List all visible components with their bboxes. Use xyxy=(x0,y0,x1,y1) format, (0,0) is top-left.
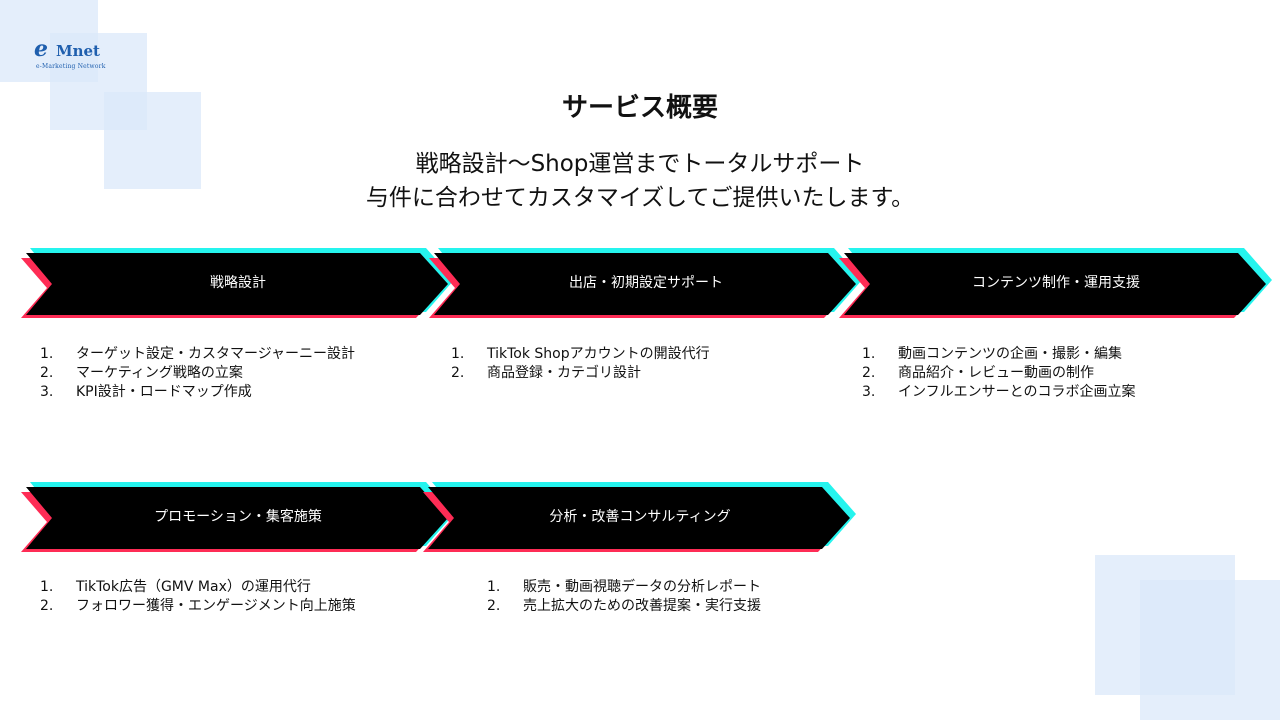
service-label: コンテンツ制作・運用支援 xyxy=(972,275,1140,291)
chevron-arrow-shape xyxy=(21,482,454,552)
service-chevron: コンテンツ制作・運用支援 xyxy=(836,246,1276,320)
list-item: 1.TikTok広告（GMV Max）の運用代行 xyxy=(40,579,311,595)
service-label: プロモーション・集客施策 xyxy=(154,509,322,525)
service-chevron: 戦略設計 xyxy=(18,246,458,320)
chevron-arrow-shape xyxy=(423,482,856,552)
chevron-arrow-shape xyxy=(21,248,454,318)
service-item-list: 1.ターゲット設定・カスタマージャーニー設計 2.マーケティング戦略の立案 3.… xyxy=(40,345,355,402)
page-title: サービス概要 xyxy=(561,93,718,123)
service-label: 出店・初期設定サポート xyxy=(569,275,723,291)
list-item: 1.ターゲット設定・カスタマージャーニー設計 xyxy=(40,346,356,362)
list-item: 2.フォロワー獲得・エンゲージメント向上施策 xyxy=(40,598,356,614)
list-item: 2.商品登録・カテゴリ設計 xyxy=(451,365,641,381)
service-item-list: 1.動画コンテンツの企画・撮影・編集 2.商品紹介・レビュー動画の制作 3.イン… xyxy=(862,345,1135,402)
service-chevron: 出店・初期設定サポート xyxy=(426,246,866,320)
list-item: 2.売上拡大のための改善提案・実行支援 xyxy=(487,598,761,614)
service-item-list: 1.TikTok広告（GMV Max）の運用代行 2.フォロワー獲得・エンゲージ… xyxy=(40,578,356,616)
list-item: 2.商品紹介・レビュー動画の制作 xyxy=(862,365,1094,381)
service-chevron: プロモーション・集客施策 xyxy=(18,480,458,554)
service-item-list: 1.TikTok Shopアカウントの開設代行 2.商品登録・カテゴリ設計 xyxy=(451,345,710,383)
decor-square xyxy=(1140,580,1280,720)
page-subtitle: 戦略設計～Shop運営までトータルサポート xyxy=(415,151,865,177)
list-item: 1.動画コンテンツの企画・撮影・編集 xyxy=(862,346,1122,362)
decor-square xyxy=(104,92,201,189)
list-item: 1.TikTok Shopアカウントの開設代行 xyxy=(451,346,710,362)
list-item: 2.マーケティング戦略の立案 xyxy=(40,365,243,381)
service-item-list: 1.販売・動画視聴データの分析レポート 2.売上拡大のための改善提案・実行支援 xyxy=(487,578,761,616)
list-item: 3.インフルエンサーとのコラボ企画立案 xyxy=(862,384,1136,400)
service-label: 分析・改善コンサルティング xyxy=(549,509,731,525)
service-label: 戦略設計 xyxy=(210,275,266,291)
chevron-arrow-shape xyxy=(429,248,862,318)
list-item: 1.販売・動画視聴データの分析レポート xyxy=(487,579,761,595)
list-item: 3.KPI設計・ロードマップ作成 xyxy=(40,384,252,400)
emnet-logo: e Mnet e-Marketing Network xyxy=(34,36,106,70)
chevron-arrow-shape xyxy=(839,248,1272,318)
service-chevron: 分析・改善コンサルティング xyxy=(420,480,860,554)
page-subtitle: 与件に合わせてカスタマイズしてご提供いたします。 xyxy=(365,185,915,211)
